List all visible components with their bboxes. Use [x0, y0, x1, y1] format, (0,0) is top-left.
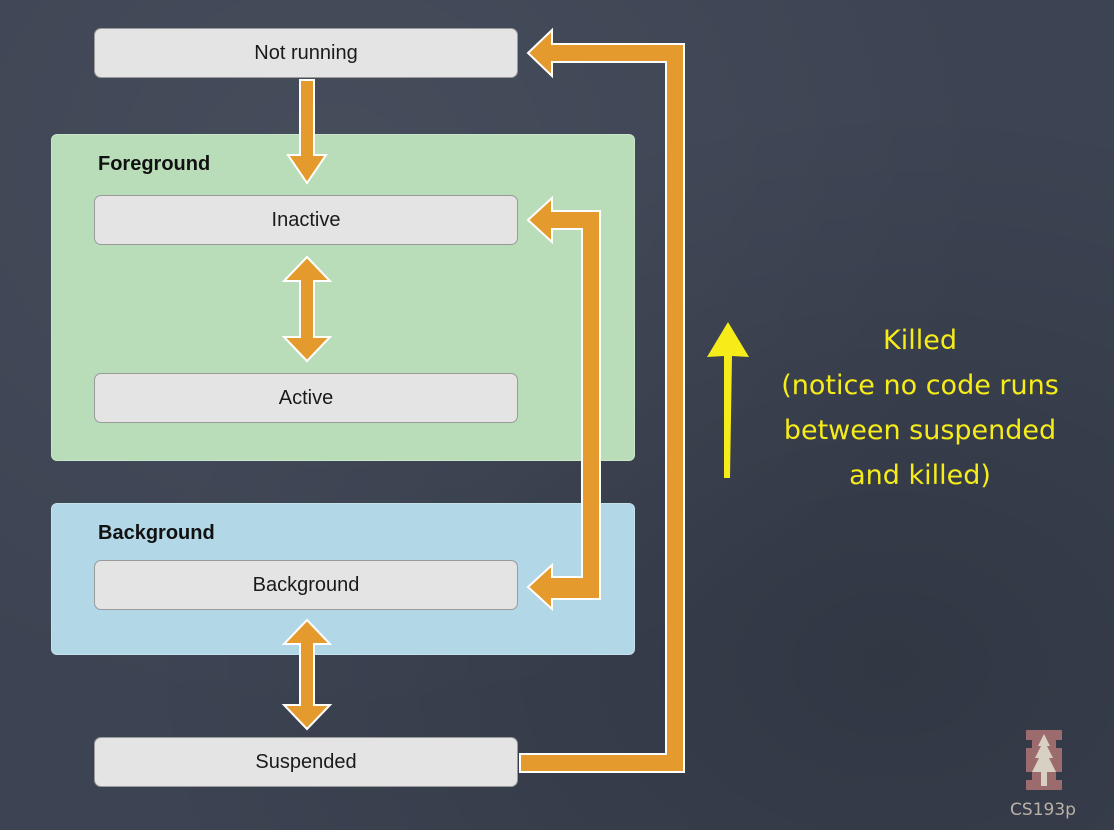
arrow-background-inactive-loop [526, 195, 601, 612]
state-background: Background [94, 560, 518, 610]
stanford-logo-icon [1026, 730, 1062, 790]
arrow-inactive-active [281, 255, 333, 363]
killed-note-line: Killed [883, 325, 957, 356]
arrow-background-suspended [281, 618, 333, 731]
foreground-group-label: Foreground [98, 153, 211, 175]
arrow-not-running-to-inactive [286, 79, 328, 185]
killed-arrow-icon [707, 322, 749, 478]
killed-note-line: (notice no code runs [781, 370, 1059, 401]
state-suspended: Suspended [94, 737, 518, 787]
state-not-running: Not running [94, 28, 518, 78]
killed-note-line: between suspended [783, 415, 1057, 446]
killed-note: Killed (notice no code runs between susp… [750, 318, 1090, 498]
arrow-suspended-to-not-running [519, 27, 685, 773]
background-group-label: Background [98, 522, 215, 544]
state-inactive: Inactive [94, 195, 518, 245]
state-active: Active [94, 373, 518, 423]
course-code: CS193p [1010, 800, 1076, 820]
killed-note-line: and killed) [849, 460, 991, 491]
